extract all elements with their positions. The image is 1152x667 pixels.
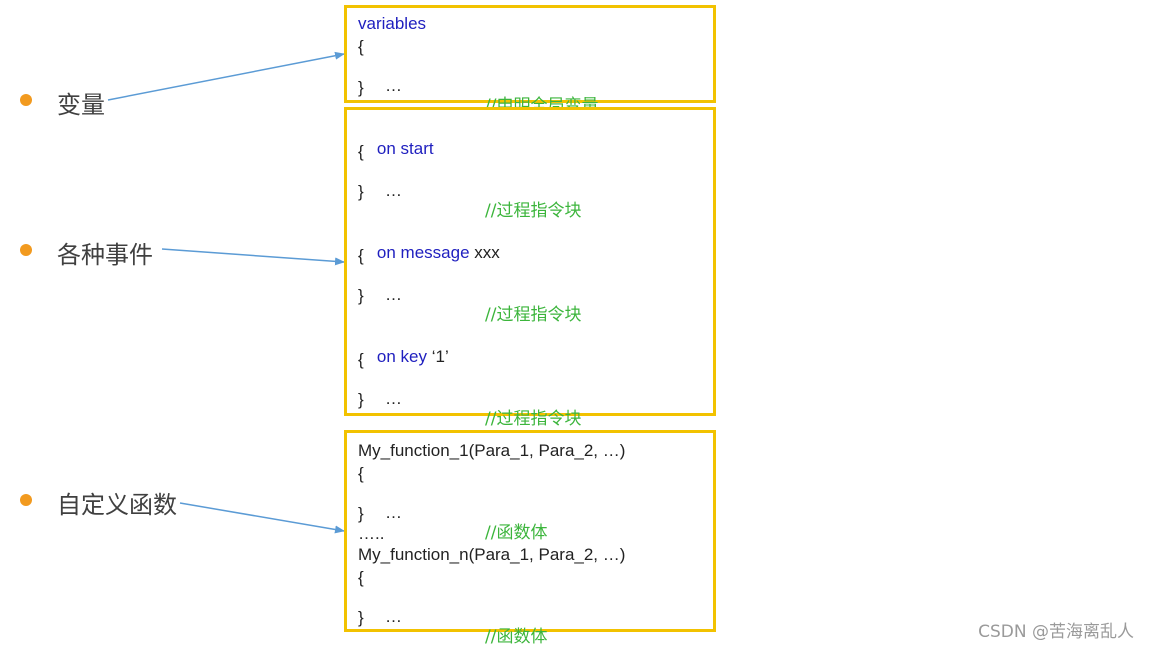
functions-code-box: My_function_1(Para_1, Para_2, …) { … //函…	[344, 430, 716, 647]
label-variables: 变量	[57, 91, 105, 119]
on-start-keyword: on start	[376, 139, 434, 158]
open-brace: {	[358, 246, 364, 265]
ellipsis: …	[385, 76, 402, 95]
variables-keyword: variables	[358, 14, 427, 33]
function-n-signature: My_function_n(Para_1, Para_2, …)	[358, 545, 626, 564]
label-functions: 自定义函数	[57, 491, 177, 519]
arrow-functions	[179, 502, 345, 534]
code-body-line: … //过程指令块	[347, 161, 713, 241]
close-brace: }	[358, 504, 364, 523]
on-message-line: on message xxx	[358, 223, 500, 283]
function-1-signature: My_function_1(Para_1, Para_2, …)	[358, 441, 626, 460]
comment: //过程指令块	[485, 201, 582, 221]
comment: //过程指令块	[485, 305, 582, 325]
comment: //函数体	[485, 523, 548, 543]
on-message-rest: xxx	[469, 243, 500, 262]
close-brace: }	[358, 608, 364, 627]
code-body-line: … //函数体	[347, 483, 713, 563]
ellipsis: …	[385, 607, 402, 626]
on-message-keyword: on message	[376, 243, 470, 262]
ellipsis: …	[385, 389, 402, 408]
label-events: 各种事件	[57, 241, 153, 269]
on-key-rest: ‘1’	[427, 347, 449, 366]
arrow-variables	[107, 51, 345, 101]
code-body-line: … //过程指令块	[347, 265, 713, 345]
bullet-icon	[20, 244, 32, 256]
on-key-keyword: on key	[376, 347, 427, 366]
watermark: CSDN @苦海离乱人	[978, 622, 1134, 642]
ellipsis: …	[385, 285, 402, 304]
open-brace: {	[358, 142, 364, 161]
close-brace: }	[358, 78, 364, 97]
open-brace: {	[358, 568, 364, 587]
variables-code-box: variables { … //申明全局变量 }	[344, 5, 716, 116]
more-functions-ellipsis: …..	[358, 524, 385, 543]
arrow-events	[161, 248, 345, 266]
close-brace: }	[358, 390, 364, 409]
close-brace: }	[358, 182, 364, 201]
on-start-line: on start	[358, 119, 434, 179]
code-body-line: … //过程指令块	[347, 369, 713, 449]
ellipsis: …	[385, 503, 402, 522]
comment: //过程指令块	[485, 409, 582, 429]
close-brace: }	[358, 286, 364, 305]
bullet-icon	[20, 494, 32, 506]
code-body-line: … //函数体	[347, 587, 713, 667]
ellipsis: …	[385, 181, 402, 200]
comment: //函数体	[485, 627, 548, 647]
open-brace: {	[358, 464, 364, 483]
open-brace: {	[358, 350, 364, 369]
bullet-icon	[20, 94, 32, 106]
events-code-box: on start { … //过程指令块 } on message xxx { …	[344, 107, 716, 429]
connector-arrows	[107, 51, 345, 534]
on-key-line: on key ‘1’	[358, 327, 449, 387]
open-brace: {	[358, 37, 364, 56]
